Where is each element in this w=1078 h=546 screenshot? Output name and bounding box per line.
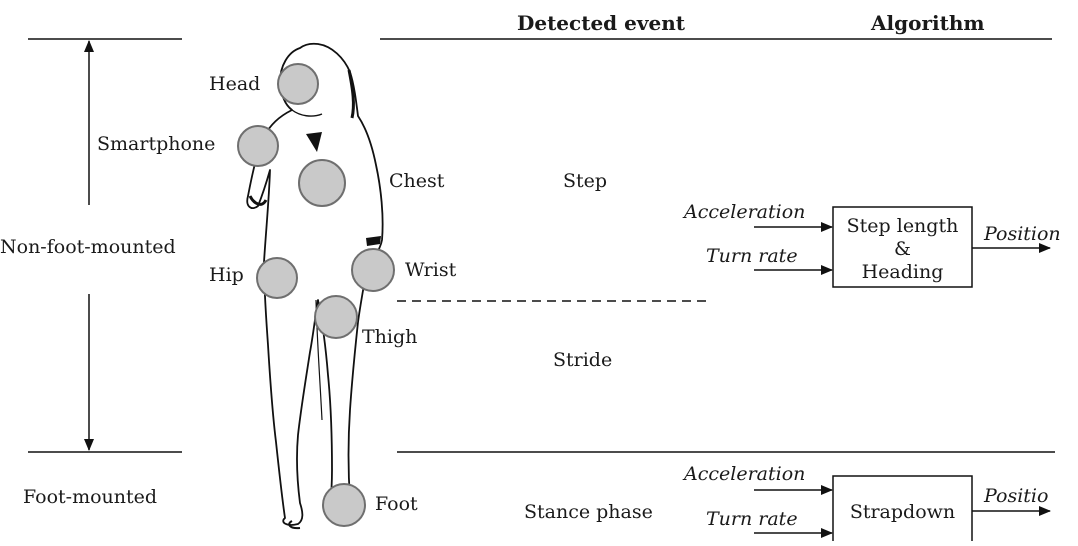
chest-sensor [299, 160, 345, 206]
thigh-label: Thigh [362, 326, 417, 348]
top-input-turn-rate: Turn rate [706, 245, 798, 267]
strapdown-algorithm: Acceleration Turn rate Strapdown Positio [682, 463, 1050, 541]
box-ampersand: & [894, 238, 911, 260]
smartphone-label: Smartphone [97, 133, 215, 155]
bottom-input-turn-rate: Turn rate [706, 508, 798, 530]
head-sensor [278, 64, 318, 104]
thigh-sensor [315, 296, 357, 338]
box-heading: Heading [862, 261, 944, 283]
event-stance-phase: Stance phase [524, 501, 653, 523]
hip-label: Hip [209, 264, 244, 286]
top-input-acceleration: Acceleration [682, 201, 805, 223]
header-algorithm: Algorithm [870, 11, 985, 35]
head-label: Head [209, 73, 260, 95]
top-output-position: Position [983, 223, 1061, 245]
step-heading-algorithm: Acceleration Turn rate Step length & Hea… [682, 201, 1061, 287]
box-strapdown: Strapdown [850, 501, 955, 523]
foot-mounted-label: Foot-mounted [23, 486, 157, 508]
foot-sensor [323, 484, 365, 526]
foot-label: Foot [375, 493, 418, 515]
bottom-output-position: Positio [983, 485, 1048, 507]
smartphone-sensor [238, 126, 278, 166]
wrist-label: Wrist [405, 259, 457, 281]
event-stride: Stride [553, 349, 612, 371]
header-detected-event: Detected event [517, 11, 686, 35]
non-foot-mounted-label: Non-foot-mounted [0, 236, 176, 258]
bottom-input-acceleration: Acceleration [682, 463, 805, 485]
box-step-length: Step length [847, 215, 959, 237]
wrist-sensor [352, 249, 394, 291]
hip-sensor [257, 258, 297, 298]
event-step: Step [563, 170, 607, 192]
chest-label: Chest [389, 170, 445, 192]
